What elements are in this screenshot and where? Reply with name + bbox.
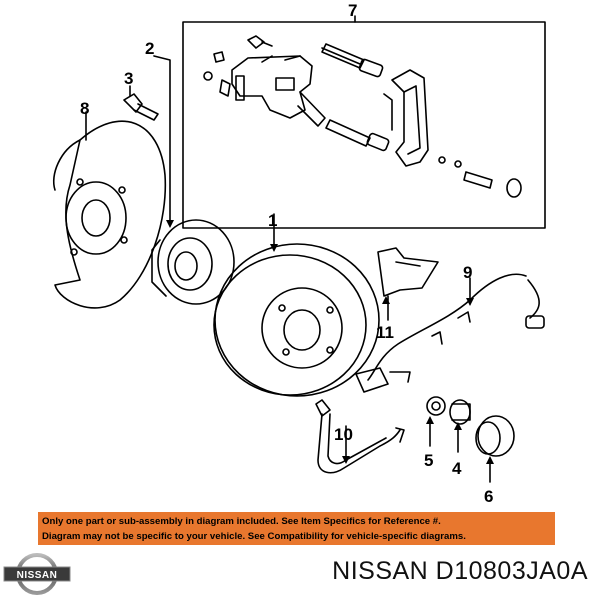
- callout-4: 4: [452, 459, 462, 478]
- nissan-logo-text: NISSAN: [17, 570, 58, 581]
- caliper-kit-box: [182, 21, 546, 229]
- disclaimer-banner: Only one part or sub-assembly in diagram…: [38, 512, 555, 545]
- brake-rotor: [213, 243, 380, 397]
- dust-boot: [449, 399, 471, 425]
- brake-parts-diagram: 7 2 3 8 1 9 11 10 5 4 6: [53, 1, 546, 506]
- abs-sensor-harness: [355, 273, 545, 393]
- callout-7: 7: [348, 1, 357, 20]
- callout-6: 6: [484, 487, 493, 506]
- callout-3: 3: [124, 69, 133, 88]
- guide-pin-upper: [321, 43, 384, 78]
- part-number-label: NISSAN D10803JA0A: [332, 557, 588, 585]
- slide-pin-set: [438, 156, 522, 198]
- disclaimer-line-2: Diagram may not be specific to your vehi…: [42, 531, 466, 542]
- callout-8: 8: [80, 99, 89, 118]
- leader-arrows: [166, 220, 494, 464]
- backing-plate: [53, 120, 167, 309]
- hub-bolt: [123, 93, 159, 121]
- sensor-bracket: [377, 247, 439, 297]
- caliper-bracket: [231, 55, 326, 127]
- guide-pin-lower: [325, 119, 390, 152]
- callout-1: 1: [268, 211, 277, 230]
- wheel-hub: [151, 219, 235, 305]
- callout-9: 9: [463, 263, 472, 282]
- bleeder-screw: [203, 35, 273, 97]
- copper-washer: [426, 396, 446, 416]
- callout-5: 5: [424, 451, 433, 470]
- piston-cap: [475, 415, 515, 457]
- nissan-logo: NISSAN: [3, 553, 71, 595]
- callout-2: 2: [145, 39, 154, 58]
- disclaimer-line-1: Only one part or sub-assembly in diagram…: [42, 516, 441, 527]
- callout-10: 10: [334, 425, 353, 444]
- brake-hose: [315, 399, 405, 474]
- callout-11: 11: [376, 323, 394, 342]
- brake-pad: [383, 69, 429, 167]
